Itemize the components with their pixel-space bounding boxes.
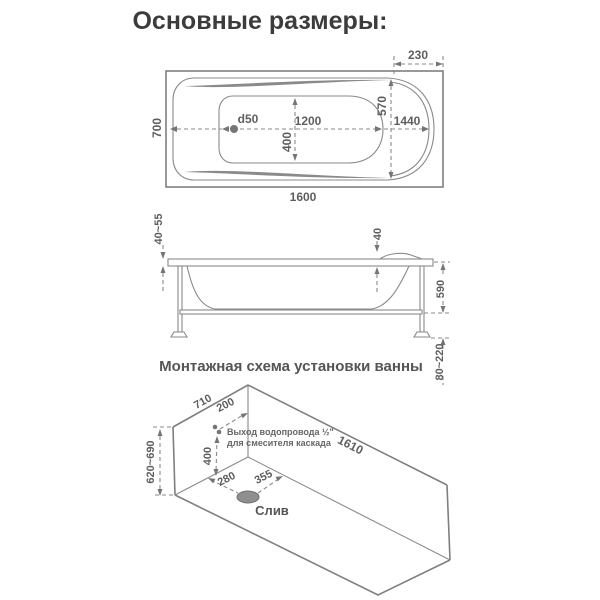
dim-headrest-height: 40 [372,228,384,292]
dim-install-width: 710 [192,392,214,411]
dim-inner-width: 570 [375,79,394,179]
main-title: Основные размеры: [132,7,387,35]
rim-crescent-bottom [184,170,391,179]
svg-text:40: 40 [372,228,384,240]
dim-head-length: 230 [393,48,444,76]
basin-outline [218,95,384,164]
svg-text:400: 400 [280,132,294,152]
dim-install-length: 1610 [335,433,365,458]
dim-inner-length: 1440 [394,114,421,128]
dim-outlet-offset: 200 [215,396,248,430]
svg-text:230: 230 [408,48,428,62]
rim-crescent-top [184,79,391,88]
outlet-note-line1: Выход водопровода ½" [227,427,334,437]
dim-drain-from-end: 355 [253,468,283,494]
svg-text:620~690: 620~690 [145,440,157,483]
svg-text:570: 570 [375,96,389,116]
dim-outlet-height: 400 [202,436,220,476]
svg-text:400: 400 [202,447,214,465]
box-left-edge [172,426,176,496]
svg-text:80~220: 80~220 [434,343,446,380]
drain-hole [236,490,260,504]
drain-dot [230,125,238,133]
tub-profile [186,265,410,310]
tub-rim-outline [172,77,435,181]
dim-body-height: 590 [424,261,450,314]
side-view-drawing: 40~55 40 590 80~220 [153,214,450,385]
svg-text:590: 590 [435,280,447,298]
outlet-note-line2: для смесителя каскада [227,438,332,448]
headrest-bump [379,252,423,260]
frame-leg-left [177,265,183,333]
svg-text:40~55: 40~55 [153,214,165,245]
svg-text:200: 200 [215,396,237,415]
installation-3d-drawing: 620~690 710 1610 200 Выход водопровода ½… [145,384,451,596]
dim-width-total: 700 [150,118,164,138]
drain-label: Слив [255,503,289,518]
dim-rim-thickness: 40~55 [153,214,166,291]
installation-title: Монтажная схема установки ванны [159,358,423,375]
dim-leg-height: 80~220 [431,337,450,385]
frame-leg-right [419,265,425,333]
deck-rim [167,258,434,267]
dim-bottom-width: 400 [280,98,298,161]
dim-drain: d50 [238,112,259,126]
outlet-point-2 [216,429,222,435]
dim-bottom-length: 1200 [295,114,322,128]
box-floor-front-edges [174,494,451,596]
dim-drain-from-wall: 280 [208,470,239,494]
box-right-edge [446,484,451,561]
foot-right [413,331,431,338]
centerline-dimensions [170,126,429,132]
dim-install-height: 620~690 [145,426,173,496]
outlet-point-1 [212,424,218,430]
dim-length-total: 1600 [290,190,317,204]
top-view-drawing: 400 570 230 700 d50 1200 1440 1600 [150,48,444,204]
foot-left [170,331,188,338]
frame-rail [179,309,423,315]
